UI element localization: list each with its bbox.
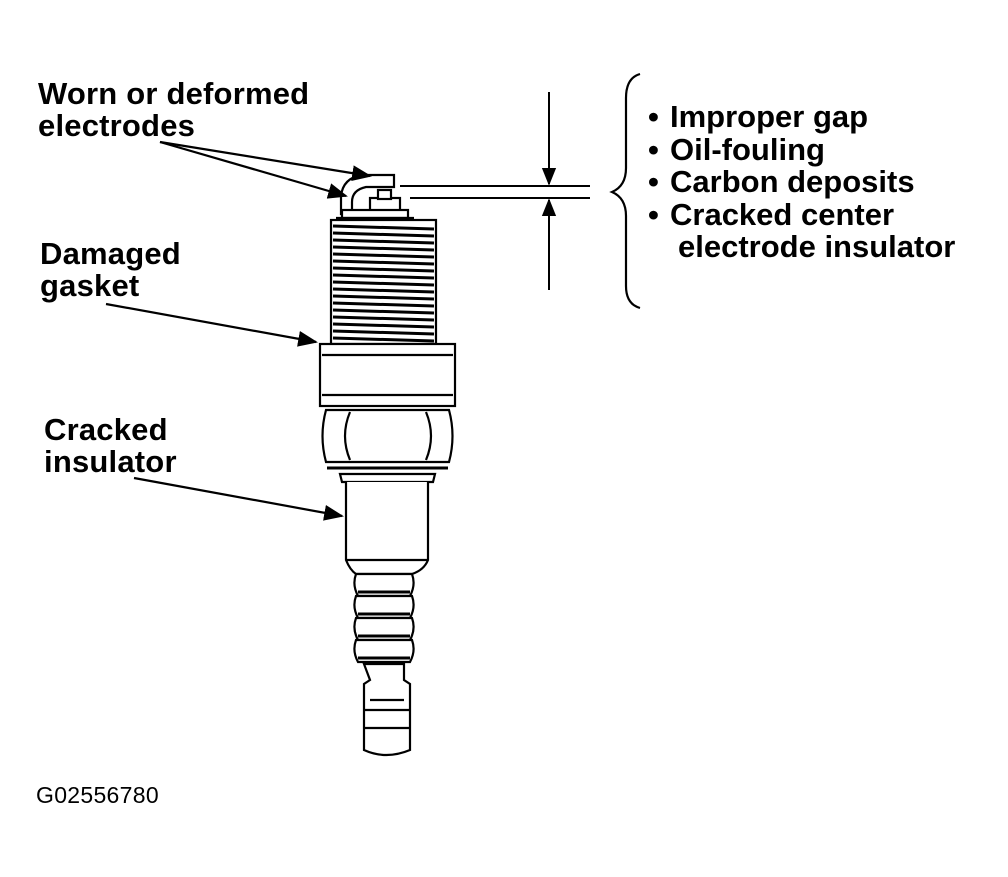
gasket — [318, 342, 457, 408]
gap-condition-item: • Carbon deposits — [648, 164, 955, 199]
gap-condition-item: • Oil-fouling — [648, 131, 955, 167]
center-electrode-tip — [376, 188, 393, 201]
thread-line — [332, 308, 435, 315]
bullet-icon: • — [648, 131, 659, 167]
electrode-arrow-upper — [159, 140, 372, 181]
thread-line — [332, 322, 435, 329]
worn-electrodes-label-line-2: electrodes — [38, 108, 196, 143]
thread-line — [332, 245, 435, 252]
cracked-insulator-label-line-2: insulator — [44, 444, 177, 479]
gap-condition-text: Cracked center — [670, 196, 895, 232]
thread-line — [332, 315, 435, 322]
gasket-arrow — [105, 302, 318, 347]
gap-conditions-list: • Improper gap • Oil-fouling • Carbon depos… — [648, 99, 956, 264]
thread-line — [332, 252, 435, 259]
thread-line — [332, 238, 435, 245]
worn-electrodes-label-line-1: Worn or deformed — [38, 76, 310, 111]
thread-line — [332, 231, 435, 238]
gap-condition-continuation: electrode insulator — [678, 229, 956, 264]
thread-line — [332, 266, 435, 273]
gap-dimension — [400, 92, 590, 290]
gap-condition-text: Carbon deposits — [670, 164, 915, 199]
figure-code: G02556780 — [36, 782, 159, 808]
electrode-arrow-lower — [159, 140, 348, 199]
gap-condition-item: • Cracked center electrode insulator — [648, 196, 956, 264]
bullet-icon: • — [648, 164, 659, 199]
hex-nut — [321, 408, 454, 470]
bullet-icon: • — [648, 99, 659, 134]
thread-line — [332, 259, 435, 266]
thread-line — [332, 224, 435, 231]
gap-condition-text: Improper gap — [670, 99, 869, 134]
curly-brace — [609, 72, 641, 310]
threaded-section — [329, 218, 438, 346]
thread-line — [332, 329, 435, 336]
damaged-gasket-label-line-1: Damaged — [40, 236, 181, 271]
insulator-arrow — [133, 476, 344, 521]
gap-condition-text: Oil-fouling — [670, 131, 825, 167]
thread-line — [332, 273, 435, 280]
insulator-body — [338, 472, 437, 757]
electrodes — [336, 173, 414, 220]
gap-condition-item: • Improper gap — [648, 99, 955, 134]
thread-line — [332, 280, 435, 287]
thread-line — [332, 287, 435, 294]
thread-line — [332, 336, 435, 343]
damaged-gasket-label: Damaged gasket — [40, 238, 181, 302]
worn-electrodes-label: Worn or deformed electrodes — [38, 78, 309, 142]
cracked-insulator-label-line-1: Cracked — [44, 412, 168, 447]
cracked-insulator-label: Cracked insulator — [44, 414, 177, 478]
spark-plug — [318, 173, 457, 757]
bullet-icon: • — [648, 196, 659, 232]
damaged-gasket-label-line-2: gasket — [40, 268, 140, 303]
thread-line — [332, 301, 435, 308]
thread-line — [332, 294, 435, 301]
leader-lines — [105, 140, 372, 521]
